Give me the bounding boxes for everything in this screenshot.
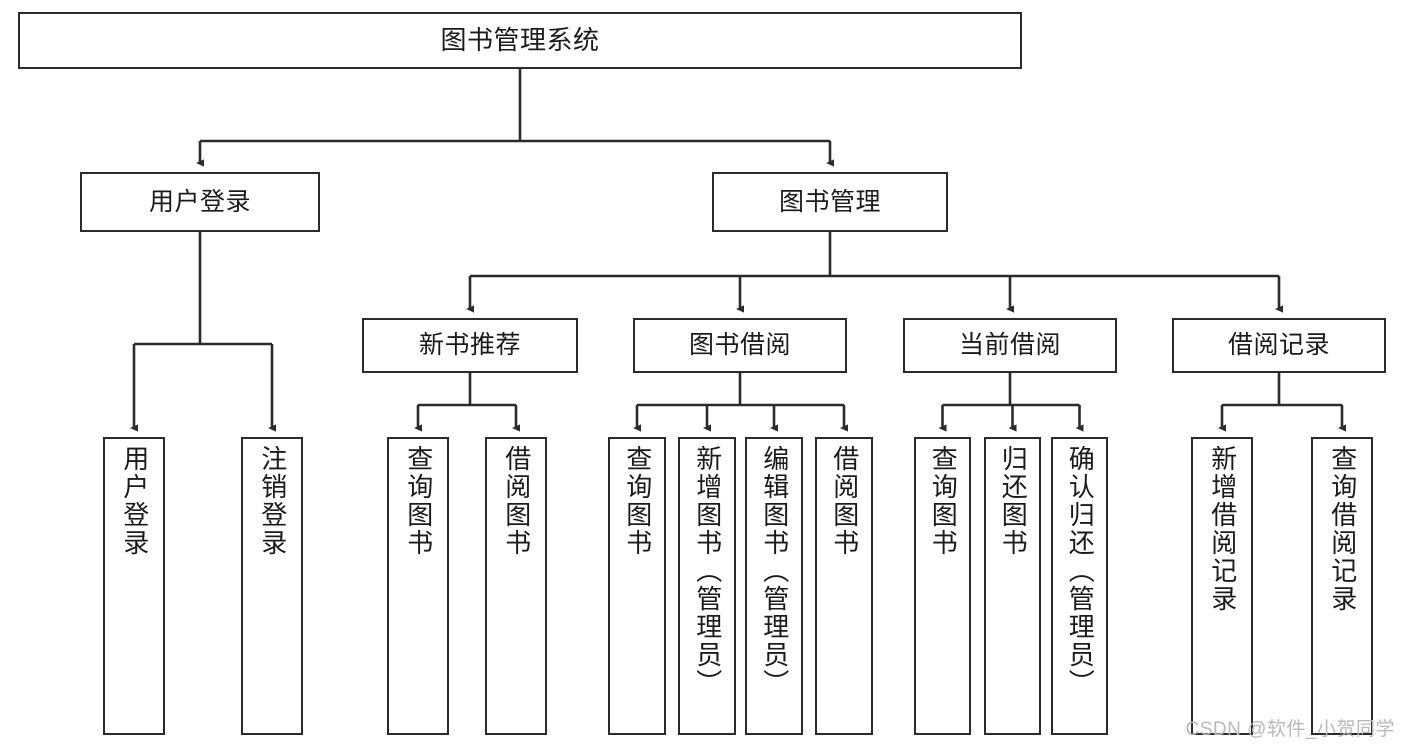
node-leaf-borrow-book-2-label: 借阅图书 — [829, 445, 860, 557]
node-leaf-query-book-3[interactable]: 查询图书 — [914, 437, 971, 735]
node-leaf-user-login[interactable]: 用户登录 — [103, 437, 165, 735]
node-leaf-query-book-3-label: 查询图书 — [928, 445, 959, 557]
node-leaf-user-login-label: 用户登录 — [119, 445, 150, 557]
node-leaf-query-record[interactable]: 查询借阅记录 — [1311, 437, 1373, 735]
csdn-watermark: CSDN @软件_小贺同学 — [1185, 719, 1395, 740]
node-leaf-add-record[interactable]: 新增借阅记录 — [1191, 437, 1253, 735]
node-current-borrow-label: 当前借阅 — [958, 331, 1061, 359]
node-leaf-query-book-2-label: 查询图书 — [622, 445, 653, 557]
node-leaf-edit-book[interactable]: 编辑图书（管理员） — [745, 437, 803, 735]
node-root-label: 图书管理系统 — [440, 25, 600, 56]
node-leaf-logout-label: 注销登录 — [257, 445, 288, 557]
node-book-borrow-label: 图书借阅 — [688, 331, 791, 359]
node-borrow-record[interactable]: 借阅记录 — [1172, 318, 1386, 373]
node-leaf-borrow-book-1-label: 借阅图书 — [501, 445, 532, 557]
node-borrow-record-label: 借阅记录 — [1227, 331, 1330, 359]
node-leaf-borrow-book-1[interactable]: 借阅图书 — [485, 437, 547, 735]
node-book-manage-label: 图书管理 — [778, 187, 881, 216]
node-user-login-label: 用户登录 — [148, 187, 251, 216]
node-leaf-borrow-book-2[interactable]: 借阅图书 — [815, 437, 873, 735]
node-leaf-query-record-label: 查询借阅记录 — [1327, 445, 1358, 613]
node-book-manage[interactable]: 图书管理 — [712, 172, 948, 232]
node-leaf-query-book-2[interactable]: 查询图书 — [608, 437, 666, 735]
node-leaf-logout[interactable]: 注销登录 — [241, 437, 303, 735]
node-leaf-confirm-return-label: 确认归还（管理员） — [1065, 445, 1096, 697]
node-leaf-add-book-label: 新增图书（管理员） — [692, 445, 723, 697]
tree-connectors — [130, 69, 1347, 432]
node-new-book-rec-label: 新书推荐 — [418, 331, 521, 359]
node-leaf-edit-book-label: 编辑图书（管理员） — [759, 445, 790, 697]
node-current-borrow[interactable]: 当前借阅 — [903, 318, 1117, 373]
node-book-borrow[interactable]: 图书借阅 — [633, 318, 847, 373]
node-leaf-add-record-label: 新增借阅记录 — [1207, 445, 1238, 613]
node-root[interactable]: 图书管理系统 — [18, 12, 1022, 69]
node-leaf-confirm-return[interactable]: 确认归还（管理员） — [1051, 437, 1108, 735]
node-leaf-return-book-label: 归还图书 — [998, 445, 1029, 557]
node-leaf-query-book-1[interactable]: 查询图书 — [387, 437, 449, 735]
node-user-login[interactable]: 用户登录 — [80, 172, 320, 232]
node-leaf-return-book[interactable]: 归还图书 — [984, 437, 1041, 735]
node-leaf-add-book[interactable]: 新增图书（管理员） — [678, 437, 736, 735]
node-new-book-rec[interactable]: 新书推荐 — [362, 318, 578, 373]
node-leaf-query-book-1-label: 查询图书 — [403, 445, 434, 557]
